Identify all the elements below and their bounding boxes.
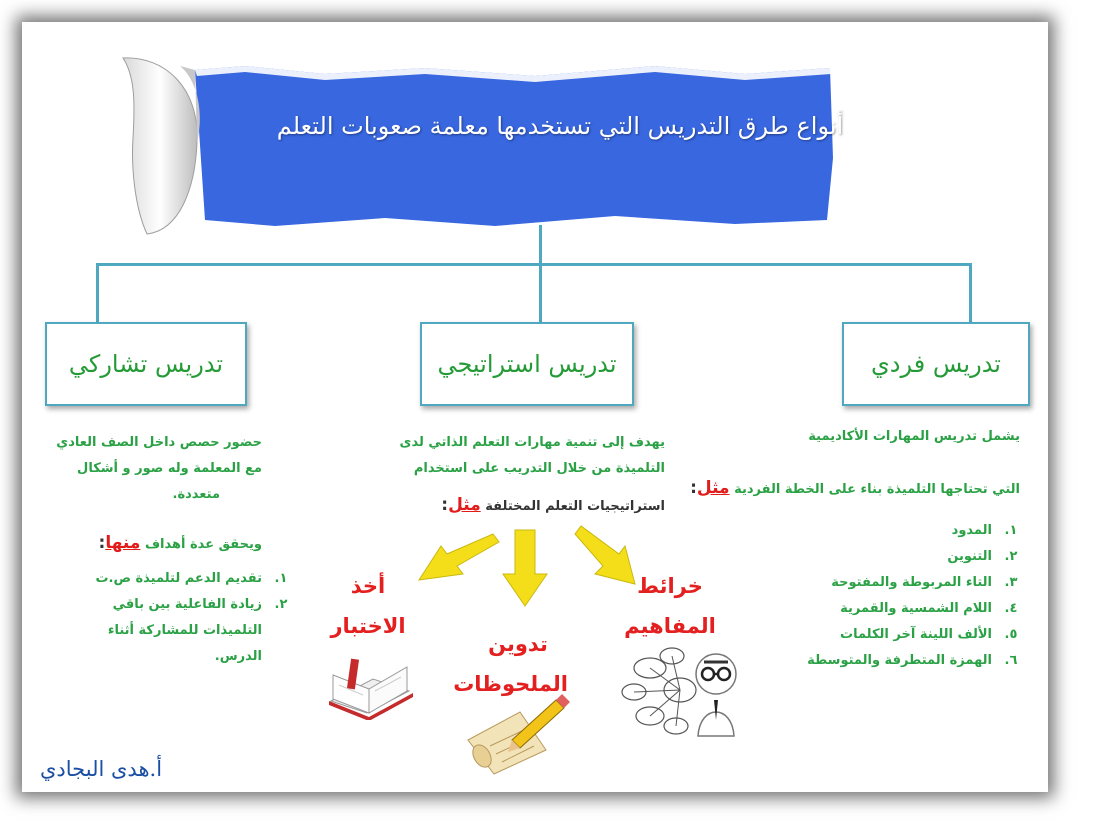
list-item: ٢.زيادة الفاعلية بين باقي التلميذات للمش… [107,597,288,664]
middle-desc-line1: يهدف إلى تنمية مهارات التعلم الذاتي لدى [399,435,665,450]
arrow-down-icon [502,529,548,607]
book-icon [329,658,413,720]
left-goals-word: منها [105,533,141,553]
arrows-group [417,525,636,607]
banner-blue-strip [195,66,833,226]
concept-map-person-icon [621,647,737,737]
right-desc-line2: التي تحتاجها التلميذة بناء على الخطة الف… [690,478,1020,498]
left-goals-line: ويحقق عدة أهداف منها: [98,533,262,553]
paper-curl [122,57,198,235]
list-item: ٢.التنوين [947,549,1018,564]
scroll-pencil-icon [467,694,570,775]
list-item: ١.تقديم الدعم لتلميذة ص.ت [95,571,288,586]
title-banner [122,57,833,235]
connector-right [969,263,972,323]
left-desc-line3: متعددة. [172,487,221,502]
left-desc-line2: مع المعلمة وله صور و أشكال [77,461,262,476]
list-item: ٣.التاء المربوطة والمفتوحة [831,575,1018,590]
strategy-test-taking: أخذ الاختبار [330,574,406,638]
arrow-left-icon [417,533,500,581]
list-item: ١.المدود [951,523,1018,538]
list-item: ٦.الهمزة المتطرفة والمتوسطة [807,653,1018,668]
left-goals-list: ١.تقديم الدعم لتلميذة ص.ت ٢.زيادة الفاعل… [40,566,300,670]
right-desc-text: التي تحتاجها التلميذة بناء على الخطة الف… [734,482,1020,497]
connector-horizontal [96,263,971,266]
box-label: تدريس تشاركي [68,350,224,378]
connector-trunk [539,225,542,265]
box-strategic-teaching: تدريس استراتيجي [420,322,634,406]
banner-title: أنواع طرق التدريس التي تستخدمها معلمة صع… [276,112,844,140]
middle-desc-line2: التلميذة من خلال التدريب على استخدام [413,461,665,476]
box-collaborative-teaching: تدريس تشاركي [45,322,247,406]
middle-desc-line3: استراتيجيات التعلم المختلفة مثل: [441,495,665,515]
box-label: تدريس استراتيجي [437,350,617,378]
strategy-note-taking: تدوين الملحوظات [453,632,568,696]
right-skill-list: ١.المدود ٢.التنوين ٣.التاء المربوطة والم… [790,518,1030,674]
middle-desc-text: استراتيجيات التعلم المختلفة [485,499,665,514]
strategy-concept-maps: خرائط المفاهيم [624,574,716,638]
list-item: ٤.اللام الشمسية والقمرية [840,601,1018,616]
box-label: تدريس فردي [871,350,1001,378]
connector-left [96,263,99,323]
middle-example-word: مثل [448,495,481,515]
left-desc-line1: حضور حصص داخل الصف العادي [56,435,262,450]
right-example-word: مثل [696,478,730,498]
left-goals-prefix: ويحقق عدة أهداف [144,537,262,552]
arrow-right-icon [574,525,636,585]
right-desc-line1: يشمل تدريس المهارات الأكاديمية [808,429,1020,444]
list-item: ٥.الألف اللينة آخر الكلمات [840,627,1018,642]
box-individual-teaching: تدريس فردي [842,322,1030,406]
connector-middle [539,263,542,323]
author-signature: أ.هدى البجادي [40,757,163,781]
